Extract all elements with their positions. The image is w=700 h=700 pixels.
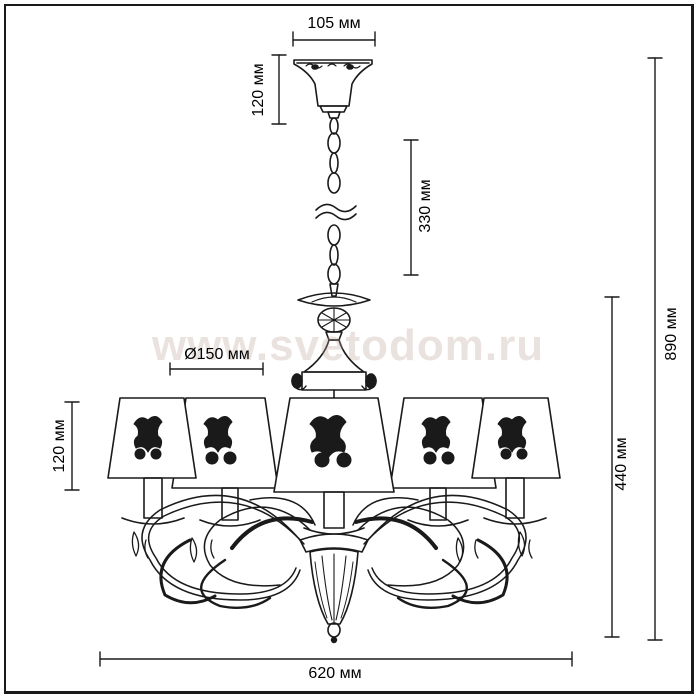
dimension-chain-length: 330 мм [417, 179, 434, 233]
chain [315, 117, 357, 297]
dimension-shade-height: 120 мм [51, 419, 68, 473]
dimension-body-height: 440 мм [613, 437, 630, 491]
ornament-back-right [421, 416, 455, 465]
central-bowl [299, 533, 369, 644]
ornament-far-right [497, 416, 528, 460]
crystal-drops [131, 531, 533, 563]
dimension-total-width: 620 мм [308, 665, 362, 682]
dimension-canopy-width: 105 мм [307, 15, 361, 32]
candle-sockets [121, 477, 547, 535]
central-stem [291, 292, 377, 401]
dimension-shade-diameter: Ø150 мм [184, 346, 250, 363]
page-frame [4, 4, 694, 694]
dimension-lines [64, 31, 663, 667]
arms [141, 494, 527, 609]
ornament-center [309, 415, 352, 468]
ornament-far-left [133, 416, 163, 460]
shade-ornaments [133, 415, 528, 468]
ceiling-canopy [293, 59, 373, 119]
ornament-back-left [203, 416, 237, 465]
dimension-total-height: 890 мм [663, 307, 680, 361]
dimension-canopy-height: 120 мм [250, 63, 267, 117]
